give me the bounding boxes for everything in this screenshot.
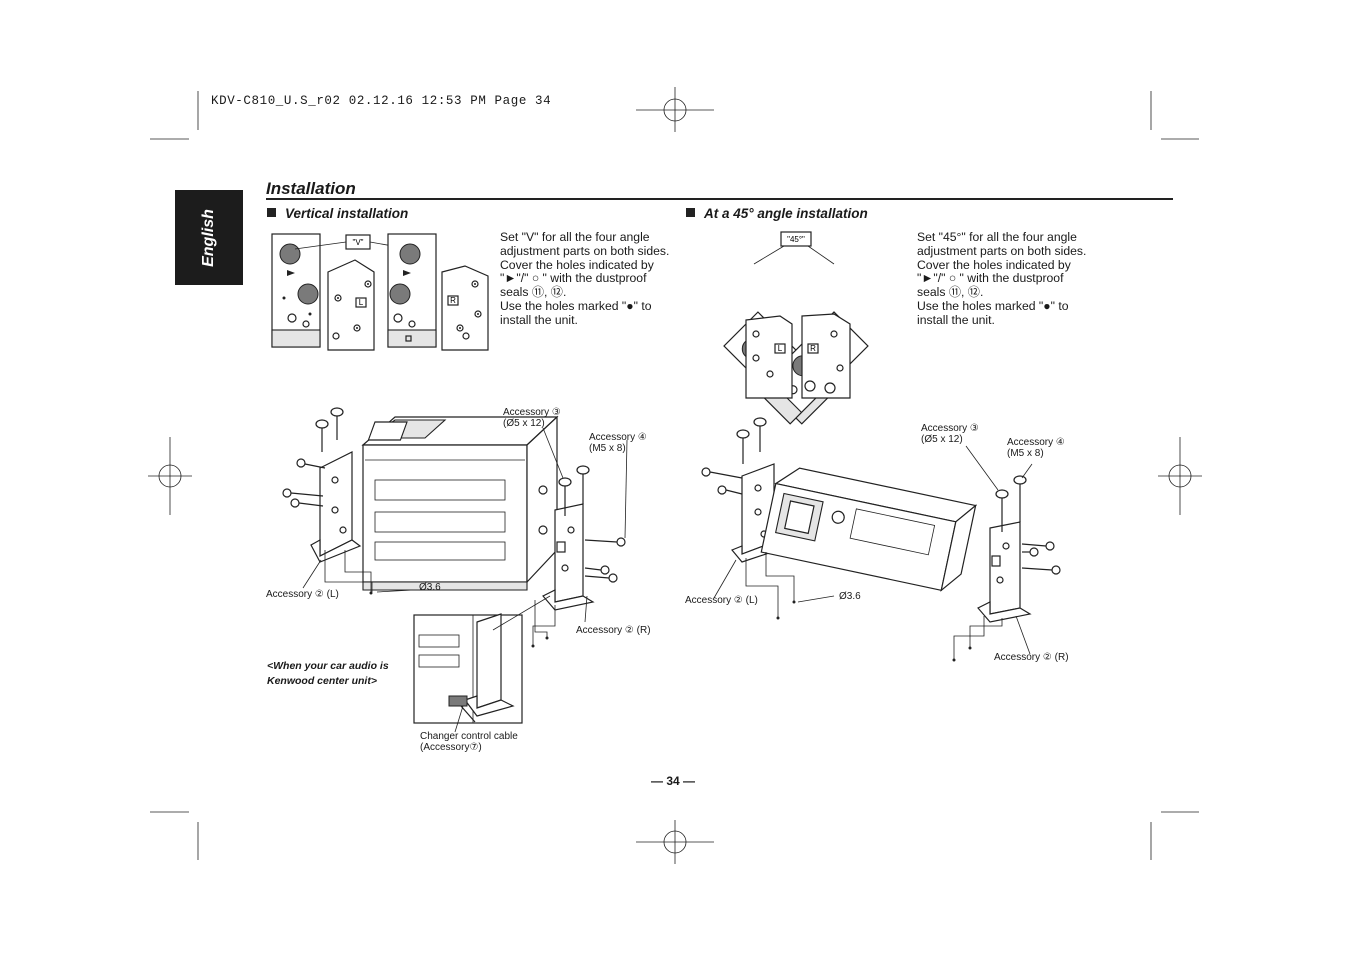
bullet-square-icon	[686, 208, 695, 217]
note-line-2: Kenwood center unit>	[267, 675, 377, 687]
vertical-accessory3-name: Accessory ③	[503, 407, 561, 418]
page-title: Installation	[266, 179, 356, 198]
vertical-instruction-2: Cover the holes indicated by "►"/" ○ " w…	[500, 257, 654, 300]
bullet-square-icon	[267, 208, 276, 217]
vertical-instructions: Set "V" for all the four angle adjustmen…	[500, 230, 670, 328]
angle45-bracket-l: L	[778, 344, 783, 353]
angle45-bracket-r: R	[810, 344, 816, 353]
language-tab-label: English	[200, 208, 217, 267]
vertical-hole-diameter-label: Ø3.6	[419, 582, 441, 593]
vertical-accessory4-label: Accessory ④ (M5 x 8)	[589, 432, 647, 454]
changer-cable-label: Changer control cable (Accessory⑦)	[420, 731, 518, 753]
file-header-line: KDV-C810_U.S_r02 02.12.16 12:53 PM Page …	[211, 94, 552, 108]
vertical-accessory4-name: Accessory ④	[589, 432, 647, 443]
angle45-accessory2-l-label: Accessory ② (L)	[685, 595, 758, 606]
note-line-1: <When your car audio is	[267, 660, 389, 672]
page-number: — 34 —	[651, 774, 696, 788]
angle45-accessory3-label: Accessory ③ (Ø5 x 12)	[921, 423, 979, 445]
vertical-bracket-l: L	[359, 298, 364, 307]
vertical-bracket-diagram: "V" L R	[271, 233, 489, 351]
language-tab: English	[175, 190, 243, 285]
angle45-instruction-2: Cover the holes indicated by "►"/" ○ " w…	[917, 257, 1071, 300]
vertical-heading: Vertical installation	[267, 206, 408, 221]
vertical-bracket-r: R	[450, 296, 456, 305]
kenwood-center-unit-note: <When your car audio is Kenwood center u…	[267, 659, 389, 689]
angle45-tag: "45°"	[787, 235, 805, 244]
vertical-instruction-3: Use the holes marked "●" to install the …	[500, 298, 652, 327]
changer-cable-line-1: Changer control cable	[420, 731, 518, 742]
vertical-accessory3-label: Accessory ③ (Ø5 x 12)	[503, 407, 561, 429]
angle45-assembly-illustration	[701, 417, 1061, 662]
vertical-tag-v: "V"	[352, 238, 363, 247]
angle45-instructions: Set "45°" for all the four angle adjustm…	[917, 230, 1087, 328]
angle45-accessory4-size: (M5 x 8)	[1007, 448, 1044, 459]
angle45-instruction-1: Set "45°" for all the four angle adjustm…	[917, 230, 1087, 258]
angle45-hole-diameter-label: Ø3.6	[839, 591, 861, 602]
angle45-instruction-3: Use the holes marked "●" to install the …	[917, 298, 1069, 327]
changer-cable-line-2: (Accessory⑦)	[420, 742, 482, 753]
angle45-accessory3-size: (Ø5 x 12)	[921, 434, 963, 445]
vertical-accessory4-size: (M5 x 8)	[589, 443, 626, 454]
vertical-heading-text: Vertical installation	[285, 206, 409, 221]
angle45-bracket-diagram: "45°" L R	[723, 231, 869, 425]
angle45-accessory3-name: Accessory ③	[921, 423, 979, 434]
vertical-assembly-illustration	[282, 407, 628, 733]
angle45-heading-text: At a 45° angle installation	[704, 206, 868, 221]
angle45-accessory4-label: Accessory ④ (M5 x 8)	[1007, 437, 1065, 459]
angle45-heading: At a 45° angle installation	[686, 206, 868, 221]
title-rule	[266, 198, 1173, 200]
vertical-accessory3-size: (Ø5 x 12)	[503, 418, 545, 429]
vertical-instruction-1: Set "V" for all the four angle adjustmen…	[500, 230, 670, 258]
vertical-accessory2-r-label: Accessory ② (R)	[576, 625, 651, 636]
angle45-accessory4-name: Accessory ④	[1007, 437, 1065, 448]
angle45-accessory2-r-label: Accessory ② (R)	[994, 652, 1069, 663]
vertical-accessory2-l-label: Accessory ② (L)	[266, 589, 339, 600]
